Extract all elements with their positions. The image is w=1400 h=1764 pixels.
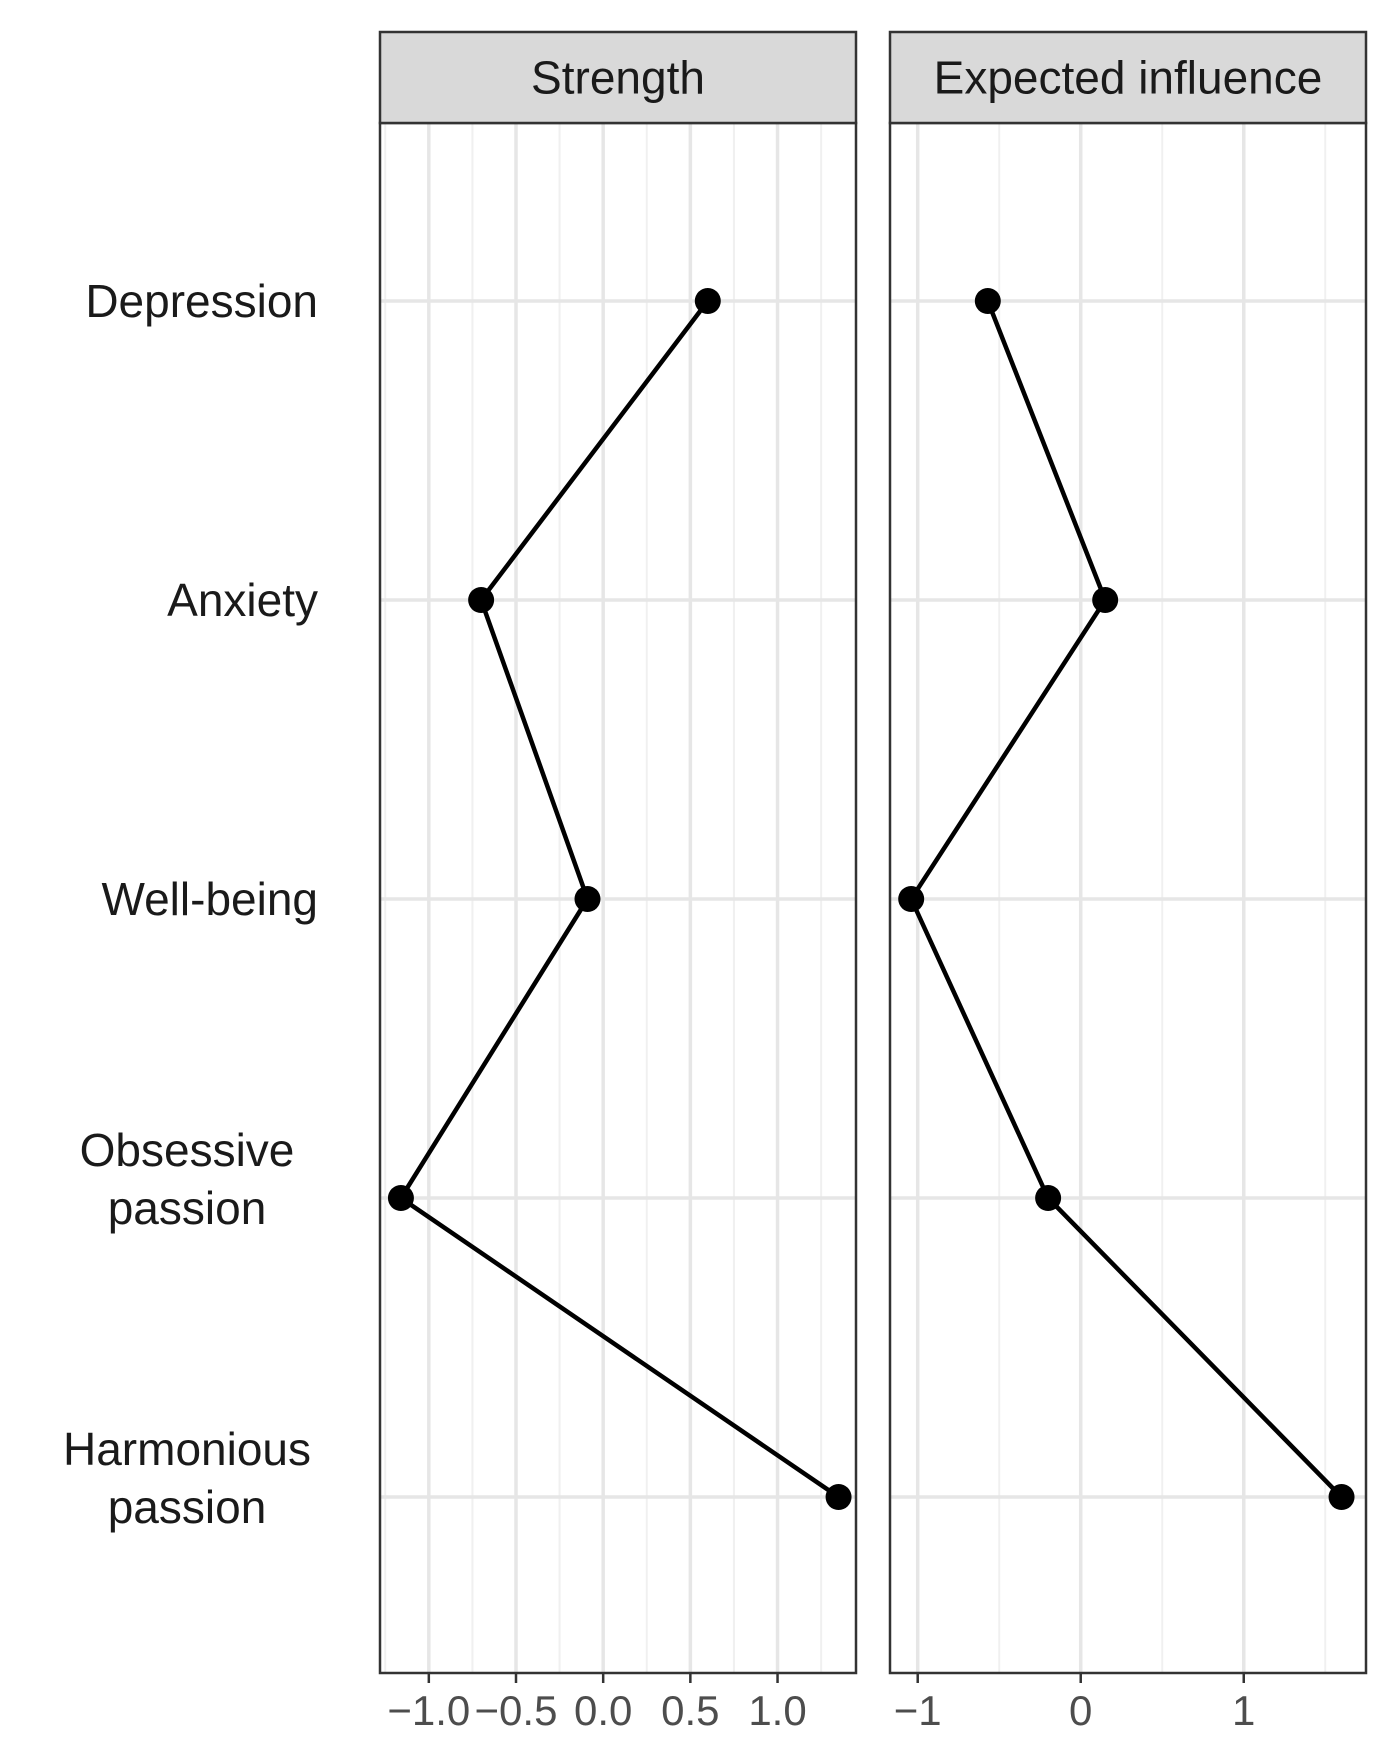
x-tick-label: 0 bbox=[1069, 1687, 1092, 1734]
category-label: Anxiety bbox=[167, 574, 318, 626]
data-point bbox=[1035, 1185, 1062, 1211]
category-label: Depression bbox=[85, 275, 318, 327]
category-label: passion bbox=[108, 1182, 267, 1234]
category-label: Obsessive bbox=[80, 1124, 295, 1176]
data-point bbox=[825, 1484, 852, 1510]
x-tick-label: 1 bbox=[1232, 1687, 1255, 1734]
data-point bbox=[574, 886, 601, 912]
facet-title: Strength bbox=[531, 52, 705, 104]
x-tick-label: 0.5 bbox=[661, 1687, 719, 1734]
category-label: passion bbox=[108, 1481, 267, 1533]
data-point bbox=[898, 886, 925, 912]
panel-expected-influence: Expected influence −1 0 1 bbox=[888, 30, 1368, 1734]
x-tick-label: −1.0 bbox=[387, 1687, 470, 1734]
facet-title: Expected influence bbox=[934, 52, 1323, 104]
facet-strip bbox=[378, 30, 858, 125]
data-point bbox=[974, 288, 1001, 314]
x-tick-label: 1.0 bbox=[748, 1687, 806, 1734]
data-point bbox=[468, 587, 495, 613]
data-point bbox=[387, 1185, 414, 1211]
x-tick-label: −1 bbox=[894, 1687, 942, 1734]
x-tick-label: −0.5 bbox=[475, 1687, 558, 1734]
data-point bbox=[1328, 1484, 1355, 1510]
category-label: Well-being bbox=[102, 873, 318, 925]
panel-strength: Strength −1.0−0.5 0.0 0.5 1.0 bbox=[378, 30, 858, 1734]
data-point bbox=[694, 288, 721, 314]
facet-strip bbox=[888, 30, 1368, 125]
x-tick-label: 0.0 bbox=[574, 1687, 632, 1734]
category-label: Harmonious bbox=[63, 1423, 311, 1475]
data-point bbox=[1092, 587, 1119, 613]
